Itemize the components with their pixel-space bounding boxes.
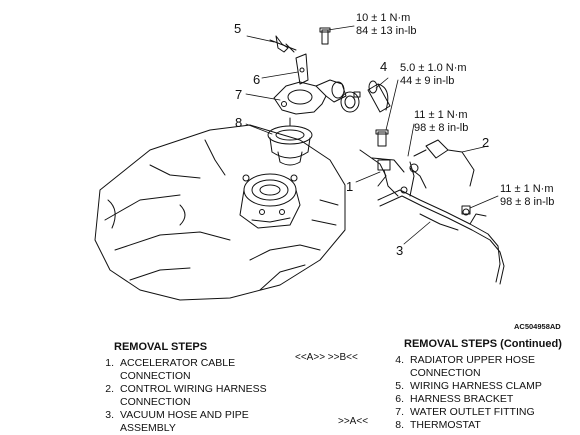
step-label: CONTROL WIRING HARNESS <box>120 383 267 395</box>
bolt-middle <box>375 129 389 147</box>
exploded-diagram <box>94 25 505 301</box>
torque-spec-hose: 5.0 ± 1.0 N·m 44 ± 9 in-lb <box>400 63 467 87</box>
step-label: THERMOSTAT <box>410 419 481 431</box>
torque-nm: 11 ± 1 N·m <box>500 183 554 195</box>
list-item: 6. HARNESS BRACKET <box>378 393 578 406</box>
engine-block <box>94 124 346 301</box>
torque-nm: 11 ± 1 N·m <box>414 109 468 121</box>
callout-2: 2 <box>482 135 490 150</box>
torque-spec-pipe: 11 ± 1 N·m 98 ± 8 in-lb <box>500 184 554 208</box>
callout-1: 1 <box>346 179 354 194</box>
callout-4: 4 <box>380 59 388 74</box>
step-label: WATER OUTLET FITTING <box>410 406 535 418</box>
list-item: 7. WATER OUTLET FITTING <box>378 406 578 419</box>
torque-nm: 5.0 ± 1.0 N·m <box>400 62 467 74</box>
torque-spec-top: 10 ± 1 N·m 84 ± 13 in-lb <box>356 13 416 37</box>
torque-inlb: 98 ± 8 in-lb <box>500 196 555 208</box>
step-number: 8. <box>395 419 404 431</box>
callout-6: 6 <box>253 72 261 87</box>
torque-inlb: 84 ± 13 in-lb <box>356 25 417 37</box>
figure-id: AC504958AD <box>514 322 561 331</box>
thermostat-housing <box>239 173 301 229</box>
leader-lines <box>245 25 499 245</box>
harness-bracket <box>295 53 309 85</box>
step-number: 3. <box>105 409 114 421</box>
torque-nm: 10 ± 1 N·m <box>356 12 411 24</box>
callout-7: 7 <box>235 87 243 102</box>
step-number: 6. <box>395 393 404 405</box>
reference-step4: <<A>> >>B<< <box>295 352 358 363</box>
step-label: HARNESS BRACKET <box>410 393 514 405</box>
list-item: 5. WIRING HARNESS CLAMP <box>378 380 578 393</box>
step-label: VACUUM HOSE AND PIPE <box>120 409 249 421</box>
step-label: RADIATOR UPPER HOSE <box>410 354 536 366</box>
thermostat-part <box>267 117 313 166</box>
step-label: CONNECTION <box>120 396 191 408</box>
callout-8: 8 <box>235 115 243 130</box>
list-item: 8. THERMOSTAT <box>378 419 578 432</box>
step-number: 5. <box>395 380 404 392</box>
step-label: WIRING HARNESS CLAMP <box>410 380 542 392</box>
accelerator-cable-assembly <box>359 149 405 197</box>
step-number: 7. <box>395 406 404 418</box>
control-wiring-harness <box>409 139 475 197</box>
step-number: 2. <box>105 383 114 395</box>
vacuum-hose-pipe <box>377 167 505 285</box>
callout-3: 3 <box>396 243 404 258</box>
step-label: ASSEMBLY <box>120 422 176 434</box>
bolt-top <box>319 27 331 45</box>
removal-steps-title: REMOVAL STEPS <box>114 341 208 353</box>
step-label: ACCELERATOR CABLE <box>120 357 236 369</box>
torque-inlb: 98 ± 8 in-lb <box>414 122 469 134</box>
water-outlet-fitting <box>273 79 347 115</box>
torque-spec-bracket: 11 ± 1 N·m 98 ± 8 in-lb <box>414 110 468 134</box>
step-label: CONNECTION <box>410 367 481 379</box>
wiring-harness-clamp <box>269 35 297 53</box>
step-number: 1. <box>105 357 114 369</box>
removal-steps-continued-title: REMOVAL STEPS (Continued) <box>404 338 562 350</box>
removal-steps-continued: REMOVAL STEPS (Continued) 4. RADIATOR UP… <box>378 338 578 432</box>
hose-clamp <box>340 91 361 113</box>
step-number: 4. <box>395 354 404 366</box>
callout-5: 5 <box>234 21 242 36</box>
step-label: CONNECTION <box>120 370 191 382</box>
torque-inlb: 44 ± 9 in-lb <box>400 75 455 87</box>
reference-step8: >>A<< <box>338 416 369 427</box>
